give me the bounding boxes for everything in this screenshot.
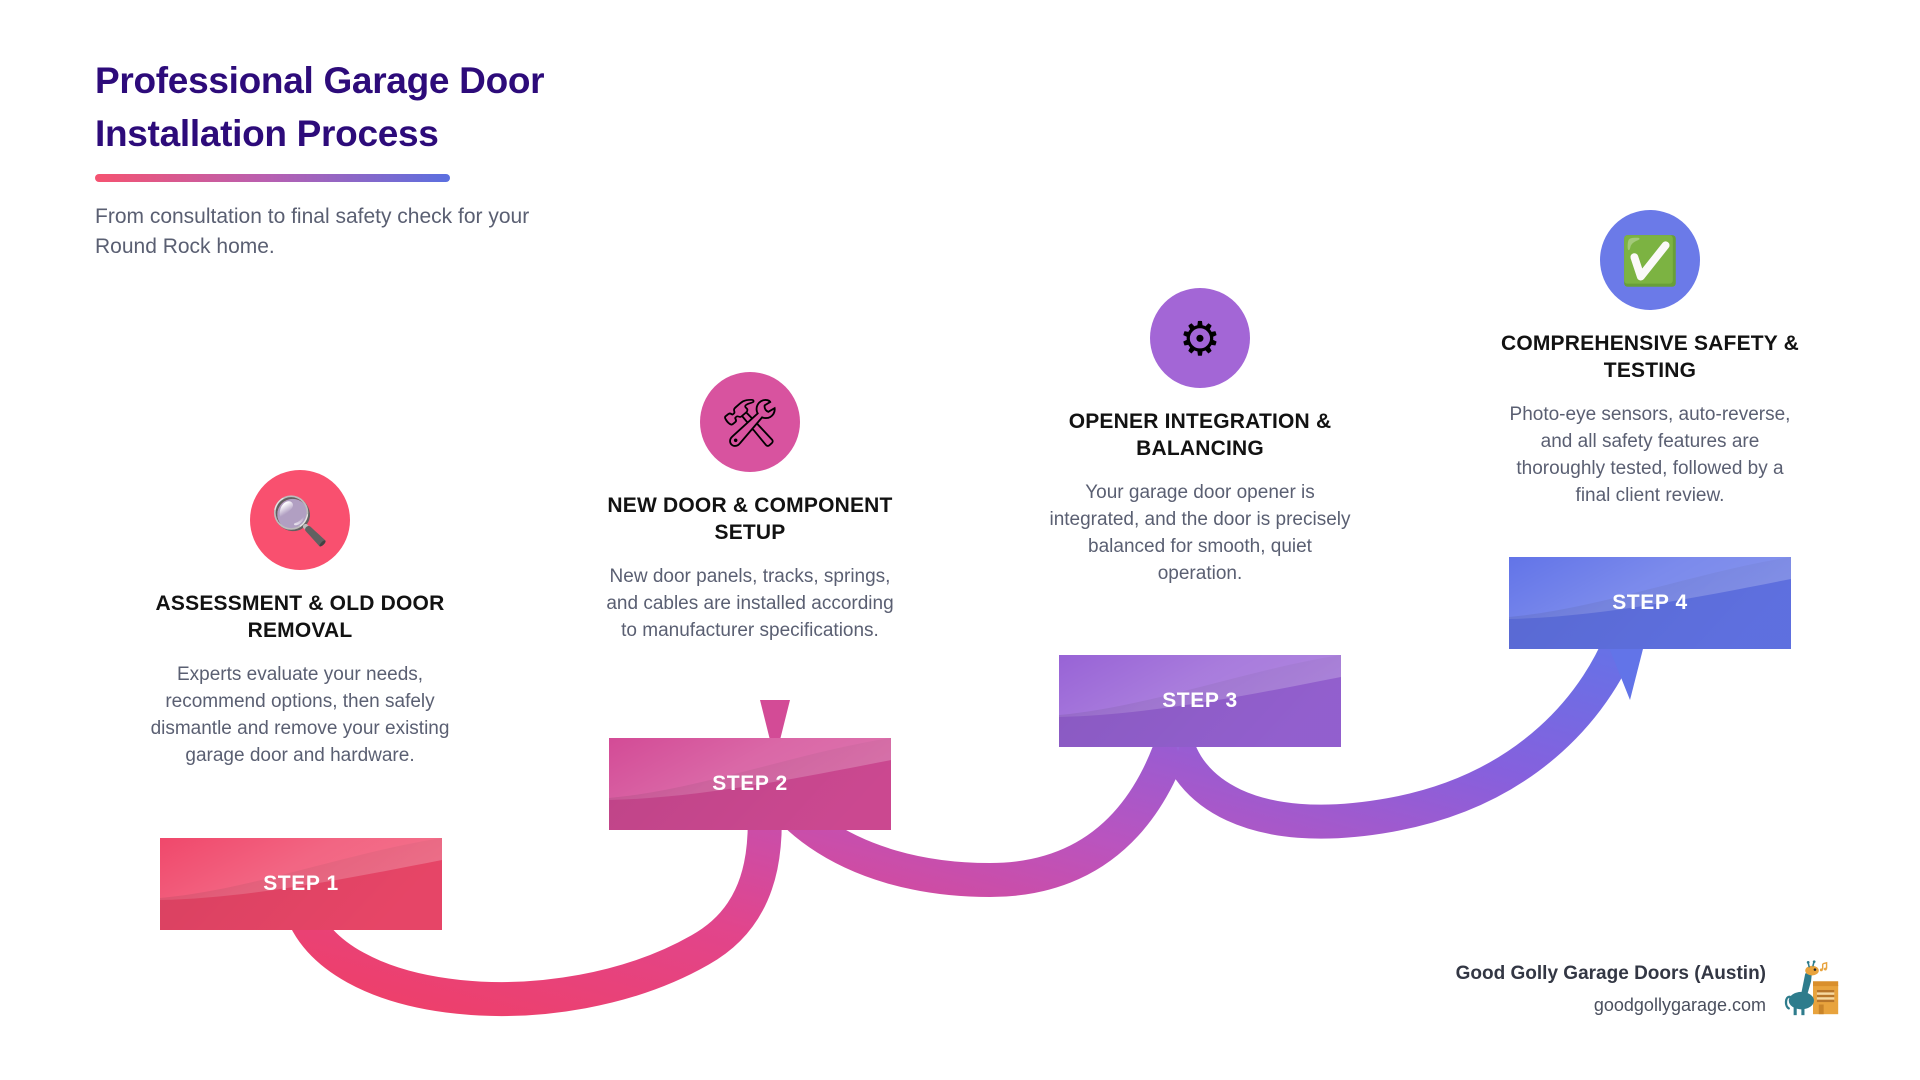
step-1-title: ASSESSMENT & OLD DOOR REMOVAL: [155, 592, 445, 643]
step-1-banner-label: STEP 1: [263, 872, 339, 895]
step-2-title: NEW DOOR & COMPONENT SETUP: [607, 494, 893, 545]
footer-branding: Good Golly Garage Doors (Austin) goodgol…: [1456, 958, 1844, 1020]
header-block: Professional Garage Door Installation Pr…: [95, 55, 715, 262]
step-2-banner[interactable]: STEP 2: [609, 738, 891, 830]
step-4-banner[interactable]: STEP 4: [1509, 557, 1791, 649]
step-column-4: ✅ COMPREHENSIVE SAFETY & TESTING Photo-e…: [1480, 210, 1820, 509]
magnifying-glass-icon: 🔍: [270, 493, 330, 547]
step-3-icon-circle: ⚙: [1150, 288, 1250, 388]
step-2-description: New door panels, tracks, springs, and ca…: [606, 565, 894, 641]
step-1-banner[interactable]: STEP 1: [160, 838, 442, 930]
step-3-banner-label: STEP 3: [1162, 689, 1238, 712]
check-mark-button-icon: ✅: [1620, 233, 1680, 287]
brand-url[interactable]: goodgollygarage.com: [1593, 994, 1766, 1015]
step-3-description: Your garage door opener is integrated, a…: [1049, 481, 1351, 585]
step-3-title: OPENER INTEGRATION & BALANCING: [1068, 410, 1332, 461]
step-column-2: 🛠 NEW DOOR & COMPONENT SETUP New door pa…: [580, 372, 920, 644]
step-4-title: COMPREHENSIVE SAFETY & TESTING: [1500, 332, 1800, 383]
step-column-1: 🔍 ASSESSMENT & OLD DOOR REMOVAL Experts …: [130, 470, 470, 769]
footer-text-block: Good Golly Garage Doors (Austin) goodgol…: [1456, 963, 1766, 1016]
gradient-divider: [95, 174, 450, 183]
page-title-line-2: Installation Process: [95, 112, 439, 154]
gear-icon: ⚙: [1178, 311, 1222, 365]
giraffe-garage-logo-icon: [1784, 960, 1839, 1016]
step-2-banner-label: STEP 2: [712, 772, 788, 795]
page-title: Professional Garage Door Installation Pr…: [95, 55, 715, 160]
step-1-description: Experts evaluate your needs, recommend o…: [150, 663, 450, 767]
page-subtitle: From consultation to final safety check …: [95, 205, 530, 258]
step-3-banner[interactable]: STEP 3: [1059, 655, 1341, 747]
step-4-banner-label: STEP 4: [1612, 591, 1688, 614]
step-4-icon-circle: ✅: [1600, 210, 1700, 310]
hammer-and-wrench-icon: 🛠: [720, 395, 780, 449]
step-2-icon-circle: 🛠: [700, 372, 800, 472]
brand-name: Good Golly Garage Doors (Austin): [1455, 962, 1766, 984]
step-column-3: ⚙ OPENER INTEGRATION & BALANCING Your ga…: [1030, 288, 1370, 587]
step-1-icon-circle: 🔍: [250, 470, 350, 570]
step-4-description: Photo-eye sensors, auto-reverse, and all…: [1509, 403, 1791, 507]
page-title-line-1: Professional Garage Door: [95, 60, 545, 101]
